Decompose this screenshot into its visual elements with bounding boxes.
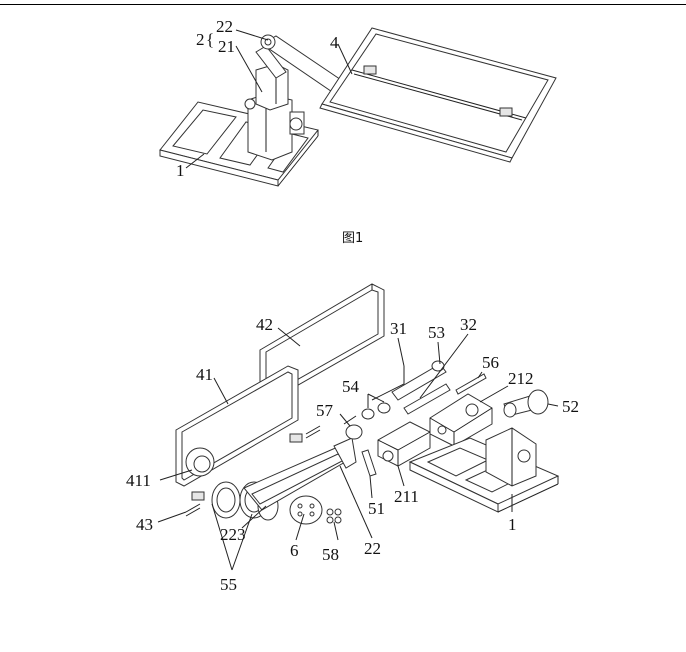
label-211: 211 bbox=[394, 487, 419, 506]
knob-52 bbox=[503, 389, 549, 418]
nuts-58 bbox=[326, 508, 342, 524]
figure-1: 2 { 22 21 4 1 图1 bbox=[159, 17, 557, 246]
pin-51 bbox=[361, 449, 377, 477]
tablet-board bbox=[319, 27, 557, 163]
label-22: 22 bbox=[364, 539, 381, 558]
label-6: 6 bbox=[290, 541, 299, 560]
label-53: 53 bbox=[428, 323, 445, 342]
wire-31 bbox=[371, 366, 405, 401]
brace: { bbox=[206, 30, 214, 49]
base-1 bbox=[408, 427, 560, 513]
label-411: 411 bbox=[126, 471, 151, 490]
disc-6 bbox=[289, 495, 323, 525]
spring-54a bbox=[361, 408, 375, 420]
label-4: 4 bbox=[330, 33, 339, 52]
figure-1-caption: 图1 bbox=[342, 231, 363, 246]
label-54: 54 bbox=[342, 377, 360, 396]
label-21: 21 bbox=[218, 37, 235, 56]
block-212 bbox=[429, 393, 493, 447]
label-22: 22 bbox=[216, 17, 233, 36]
arm-22 bbox=[243, 437, 357, 511]
label-55: 55 bbox=[220, 575, 237, 594]
shaft-53 bbox=[391, 360, 447, 401]
label-212: 212 bbox=[508, 369, 534, 388]
block-211 bbox=[377, 421, 431, 467]
label-56: 56 bbox=[482, 353, 499, 372]
label-42: 42 bbox=[256, 315, 273, 334]
label-1: 1 bbox=[508, 515, 517, 534]
label-51: 51 bbox=[368, 499, 385, 518]
label-2: 2 bbox=[196, 30, 205, 49]
label-58: 58 bbox=[322, 545, 339, 564]
label-223: 223 bbox=[220, 525, 246, 544]
spring-54b bbox=[377, 402, 391, 414]
figure-2: 42 41 411 43 223 55 6 58 22 51 211 1 57 … bbox=[126, 283, 579, 594]
part-43 bbox=[191, 491, 205, 501]
label-31: 31 bbox=[390, 319, 407, 338]
clip bbox=[289, 433, 303, 443]
label-52: 52 bbox=[562, 397, 579, 416]
bushing-57 bbox=[345, 424, 363, 440]
pin-56 bbox=[455, 373, 487, 395]
label-41: 41 bbox=[196, 365, 213, 384]
top-rule bbox=[0, 4, 686, 5]
rod-32 bbox=[403, 383, 451, 415]
label-32: 32 bbox=[460, 315, 477, 334]
panel-41 bbox=[175, 365, 299, 487]
label-1: 1 bbox=[176, 161, 185, 180]
label-43: 43 bbox=[136, 515, 153, 534]
label-57: 57 bbox=[316, 401, 334, 420]
support-column bbox=[244, 63, 305, 161]
